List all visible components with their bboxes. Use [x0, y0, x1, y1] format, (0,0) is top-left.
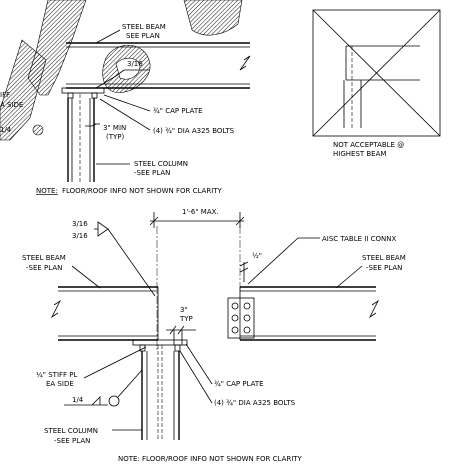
bottom-leader-stiff	[83, 346, 147, 379]
bottom-label-aisc: AISC TABLE II CONNX	[322, 235, 397, 243]
bottom-leader-beam-left	[71, 265, 101, 289]
bottom-leader-beam-right	[335, 265, 363, 289]
bottom-label-fillet: 1/4	[72, 396, 84, 404]
bottom-beam-right	[239, 286, 380, 341]
bottom-label-ea-side: EA SIDE	[46, 380, 74, 388]
bottom-label-beam-right: STEEL BEAM	[362, 254, 406, 262]
top-label-fillet: 1/4	[0, 126, 12, 134]
top-label-bolts: (4) ¾" DIA A325 BOLTS	[153, 127, 235, 135]
bottom-cap-plate	[132, 339, 188, 346]
top-label-column: STEEL COLUMN	[134, 160, 188, 168]
top-label-min: 3" MIN	[103, 124, 126, 132]
right-beam	[345, 45, 420, 81]
bottom-label-bolts: (4) ¾" DIA A325 BOLTS	[214, 399, 296, 407]
bottom-label-column-see: -SEE PLAN	[54, 437, 90, 445]
top-column	[67, 94, 95, 182]
bottom-label-weld-b: 3/16	[72, 232, 88, 240]
bottom-connection	[227, 297, 255, 339]
bottom-cap-bolts	[139, 344, 181, 352]
top-note-text: FLOOR/ROOF INFO NOT SHOWN FOR CLARITY	[62, 187, 223, 195]
top-label-see-plan: SEE PLAN	[126, 32, 160, 40]
top-label-column-see: -SEE PLAN	[134, 169, 170, 177]
right-frame	[312, 9, 441, 137]
bottom-weld-symbol	[94, 221, 156, 297]
bottom-label-beam-right-see: -SEE PLAN	[366, 264, 402, 272]
top-note-label: NOTE:	[36, 187, 58, 195]
bottom-label-dim-max: 1'-6" MAX.	[182, 208, 219, 216]
top-cap-plate	[61, 87, 105, 94]
top-bolts	[67, 92, 98, 99]
top-leaders	[85, 29, 151, 165]
bottom-label-typ-3: 3"	[180, 306, 188, 314]
right-column	[343, 46, 362, 128]
detail-bottom: 1'-6" MAX. 3/16 3/16 AISC TABLE II CONNX…	[22, 208, 406, 463]
bottom-connection-bolts	[231, 302, 251, 334]
bottom-dimension	[149, 212, 245, 228]
detail-right: NOT ACCEPTABLE @ HIGHEST BEAM	[312, 9, 441, 158]
bottom-label-column: STEEL COLUMN	[44, 427, 98, 435]
bottom-label-beam-left-see: -SEE PLAN	[26, 264, 62, 272]
bottom-label-beam-left: STEEL BEAM	[22, 254, 66, 262]
right-cross-2	[312, 9, 441, 137]
detail-top: STEEL BEAM SEE PLAN 3/16 IFF A SIDE 1/4 …	[0, 23, 251, 195]
bottom-label-typ: TYP	[179, 315, 193, 323]
bottom-note: NOTE: FLOOR/ROOF INFO NOT SHOWN FOR CLAR…	[118, 455, 303, 463]
watermark-shape-b	[0, 39, 47, 141]
top-label-cap-plate: ¾" CAP PLATE	[153, 107, 203, 115]
bottom-leader-bolts	[179, 350, 213, 404]
bottom-beam-left	[50, 286, 159, 341]
watermark-shape-d	[183, 0, 243, 36]
top-beam	[66, 42, 251, 89]
bottom-leader-aisc-2	[247, 237, 299, 285]
bottom-label-half: ½"	[252, 252, 262, 260]
top-label-weld: 3/16	[127, 60, 143, 68]
bottom-leader-cap	[185, 343, 213, 385]
top-note: NOTE: FLOOR/ROOF INFO NOT SHOWN FOR CLAR…	[36, 187, 223, 195]
bottom-label-stiff: ¼" STIFF PL	[36, 371, 78, 379]
bottom-label-cap-plate: ¾" CAP PLATE	[214, 380, 264, 388]
bottom-typ-dim	[166, 325, 196, 345]
top-label-stiff: IFF	[0, 91, 10, 99]
top-label-steel-beam: STEEL BEAM	[122, 23, 166, 31]
bottom-fillet-symbol	[64, 369, 143, 407]
watermark-shape-c	[102, 44, 151, 93]
bottom-column	[141, 345, 180, 440]
right-caption-1: NOT ACCEPTABLE @	[333, 141, 404, 149]
watermark-outline-shapes	[0, 0, 243, 141]
watermark-shape-e	[32, 124, 44, 136]
right-caption-2: HIGHEST BEAM	[333, 150, 386, 158]
bottom-half-dim	[239, 261, 249, 282]
top-label-typ: (TYP)	[106, 133, 125, 141]
bottom-label-weld-a: 3/16	[72, 220, 88, 228]
watermark	[0, 0, 243, 141]
top-label-side: A SIDE	[0, 101, 23, 109]
